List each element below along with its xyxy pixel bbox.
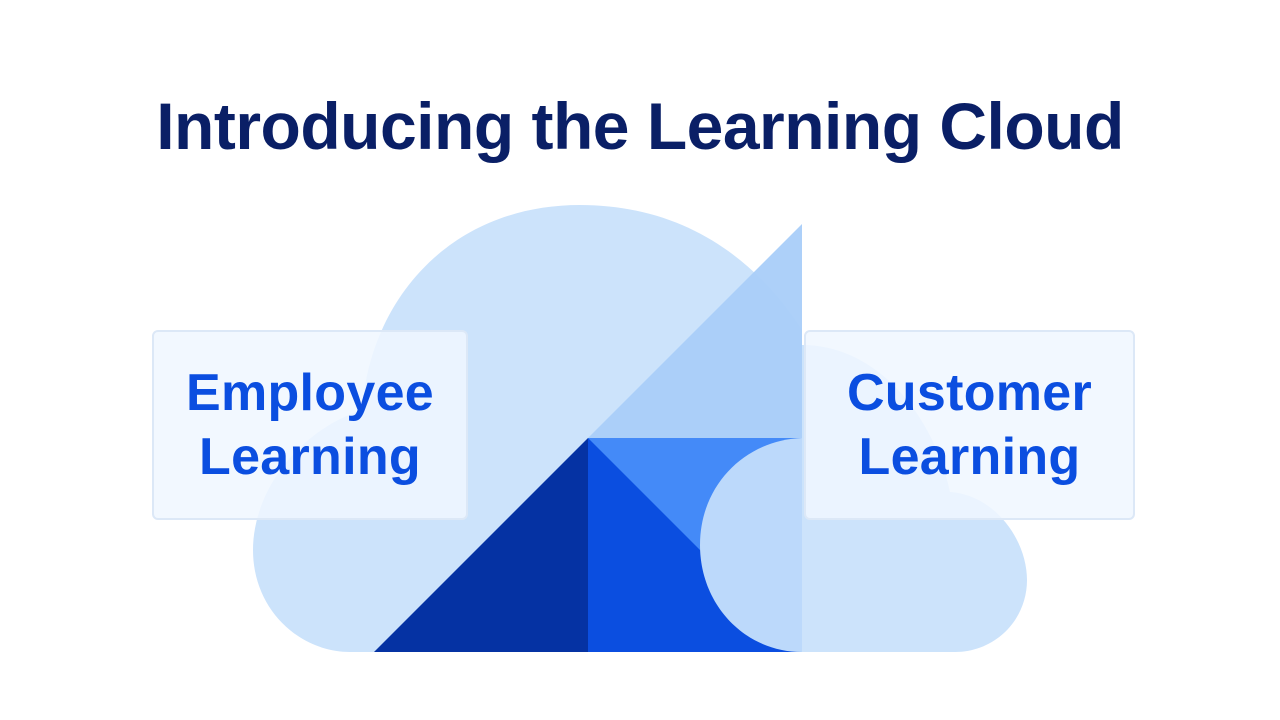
slide-title: Introducing the Learning Cloud	[156, 89, 1124, 163]
customer-learning-line-2: Learning	[858, 428, 1081, 486]
customer-learning-card: Customer Learning	[804, 330, 1135, 520]
employee-learning-line-2: Learning	[199, 428, 421, 486]
employee-learning-card: Employee Learning	[152, 330, 468, 520]
triangle-light-icon	[588, 224, 802, 438]
customer-learning-line-1: Customer	[846, 364, 1093, 422]
triangle-dark-icon	[374, 438, 588, 652]
employee-learning-line-1: Employee	[185, 364, 435, 422]
